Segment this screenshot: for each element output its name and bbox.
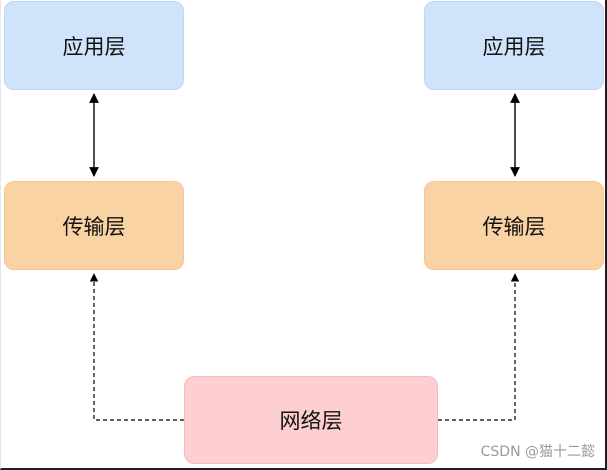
network-layer-label: 网络层 [279,409,343,433]
left-application-layer-label: 应用层 [62,34,126,59]
network-to-right-transport-arrow [438,273,520,421]
left-application-layer-box: 应用层 [4,1,184,90]
left-transport-layer-box: 传输层 [4,181,184,270]
left-transport-layer-label: 传输层 [62,214,126,239]
csdn-watermark: CSDN @猫十二懿 [480,444,595,460]
network-layer-box: 网络层 [184,376,438,464]
right-application-layer-box: 应用层 [424,1,604,90]
right-transport-layer-box: 传输层 [424,181,604,270]
network-to-left-transport-arrow [89,273,184,421]
right-transport-layer-label: 传输层 [482,214,546,239]
right-application-layer-label: 应用层 [482,34,546,59]
